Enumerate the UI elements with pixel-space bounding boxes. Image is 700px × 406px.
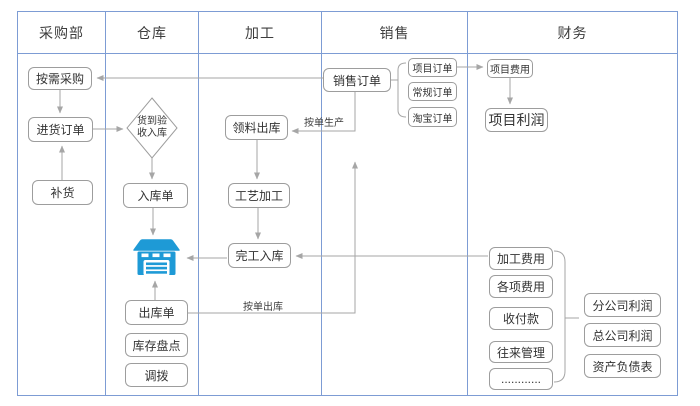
node-sales-order: 销售订单 — [323, 68, 391, 92]
node-taobao-order: 淘宝订单 — [408, 107, 457, 127]
arrival-inspection-line1: 货到验 — [137, 116, 167, 127]
lane-sales: 销售 — [322, 12, 468, 395]
node-hq-profit: 总公司利润 — [584, 323, 661, 347]
node-replenish: 补货 — [32, 180, 93, 205]
node-stock-count: 库存盘点 — [125, 333, 188, 357]
bracket-finance-costs — [553, 250, 566, 383]
node-processing-cost: 加工费用 — [489, 247, 553, 270]
node-finished-inbound: 完工入库 — [228, 243, 291, 268]
node-payments: 收付款 — [489, 307, 553, 330]
lane-title-finance: 财务 — [468, 12, 677, 54]
arrival-inspection-line2: 收入库 — [137, 128, 167, 139]
bracket-sales-orders — [397, 62, 407, 118]
lane-purchasing: 采购部 — [18, 12, 106, 395]
node-demand-purchase: 按需采购 — [28, 67, 92, 90]
node-ellipsis: ............ — [489, 368, 553, 390]
lane-processing: 加工 — [199, 12, 322, 395]
lane-warehouse: 仓库 — [106, 12, 199, 395]
node-inbound-order: 入库单 — [123, 183, 188, 208]
node-misc-cost: 各项费用 — [489, 275, 553, 298]
warehouse-icon — [132, 238, 181, 281]
decision-diamond-shape — [126, 97, 178, 159]
node-transactions: 往来管理 — [489, 341, 553, 363]
node-arrival-inspection: 货到验 收入库 — [127, 98, 177, 158]
lane-title-processing: 加工 — [199, 12, 321, 54]
node-transfer: 调拨 — [125, 363, 188, 387]
edge-label-outbound-to-order: 按单出库 — [243, 302, 283, 313]
edge-salesorder-to-materialoutbound — [291, 92, 356, 134]
node-balance-sheet: 资产负债表 — [584, 354, 661, 378]
node-craft-process: 工艺加工 — [228, 183, 290, 208]
node-branch-profit: 分公司利润 — [584, 293, 661, 317]
edge-label-produce-to-order: 按单生产 — [304, 118, 344, 129]
swimlane-frame: 采购部 仓库 加工 销售 财务 — [17, 11, 678, 396]
lane-title-sales: 销售 — [322, 12, 467, 54]
node-project-profit: 项目利润 — [485, 108, 548, 132]
lane-finance: 财务 — [468, 12, 677, 395]
lane-title-warehouse: 仓库 — [106, 12, 198, 54]
lane-title-purchasing: 采购部 — [18, 12, 105, 54]
node-project-cost: 项目费用 — [487, 59, 533, 78]
node-material-outbound: 领料出库 — [225, 115, 288, 140]
edge-outbound-to-salesorder — [188, 161, 358, 314]
node-purchase-order: 进货订单 — [28, 117, 93, 142]
node-regular-order: 常规订单 — [408, 82, 457, 101]
node-project-order: 项目订单 — [408, 58, 457, 77]
node-outbound-order: 出库单 — [125, 300, 188, 325]
